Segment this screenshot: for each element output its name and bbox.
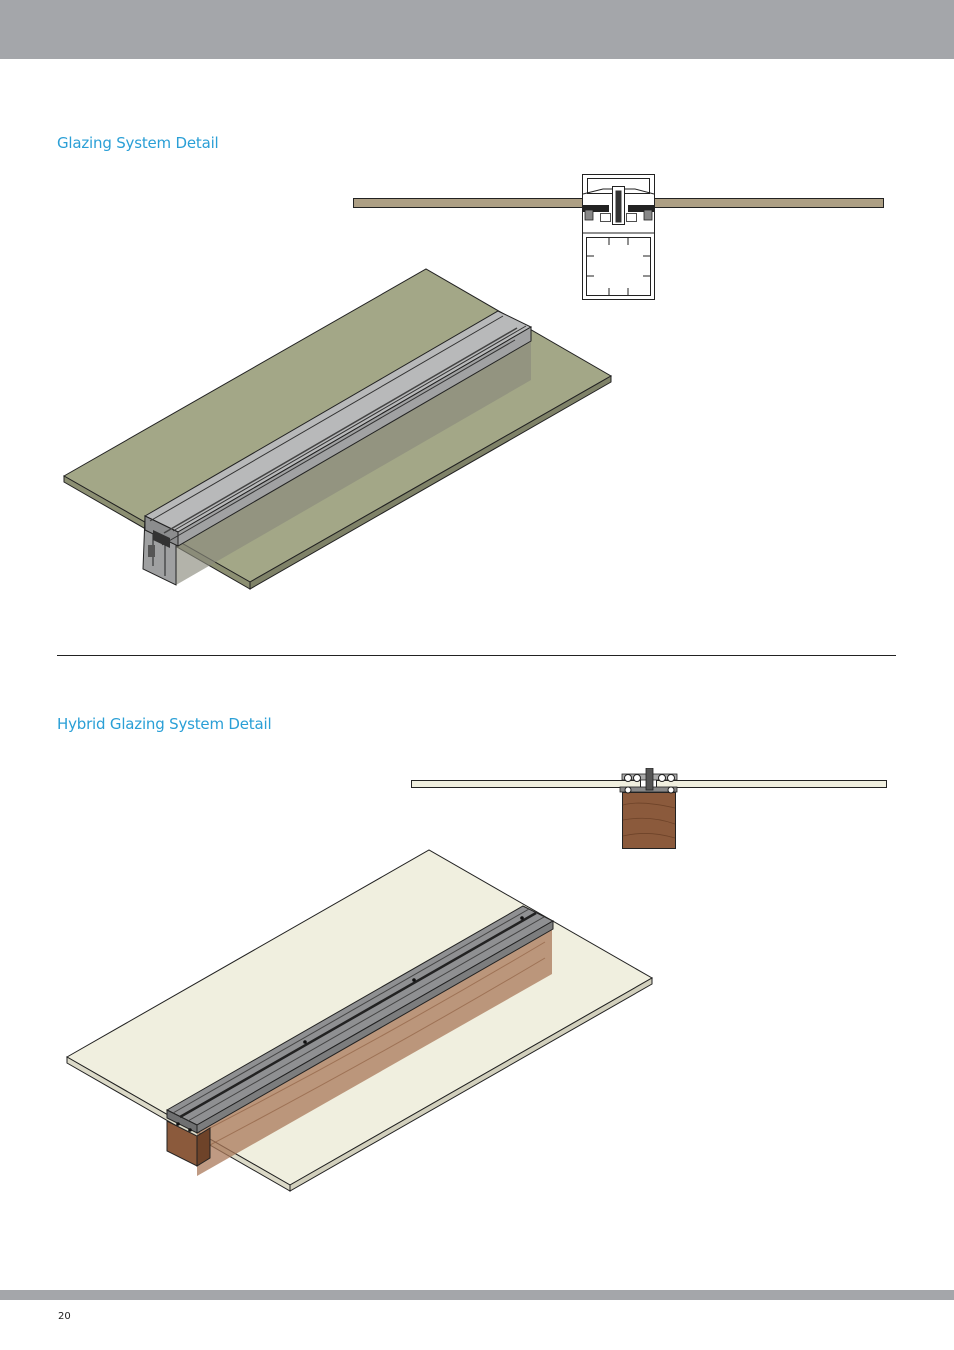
section-title-hybrid-glazing: Hybrid Glazing System Detail [57, 715, 271, 733]
page-number: 20 [58, 1311, 71, 1322]
section-divider [57, 655, 896, 656]
hybrid-isometric-drawing [60, 842, 660, 1194]
glazing-isometric-drawing [55, 262, 620, 594]
section-title-glazing: Glazing System Detail [57, 134, 219, 152]
hybrid-cross-section-drawing [408, 768, 890, 852]
header-band [0, 0, 954, 59]
footer-band [0, 1290, 954, 1300]
